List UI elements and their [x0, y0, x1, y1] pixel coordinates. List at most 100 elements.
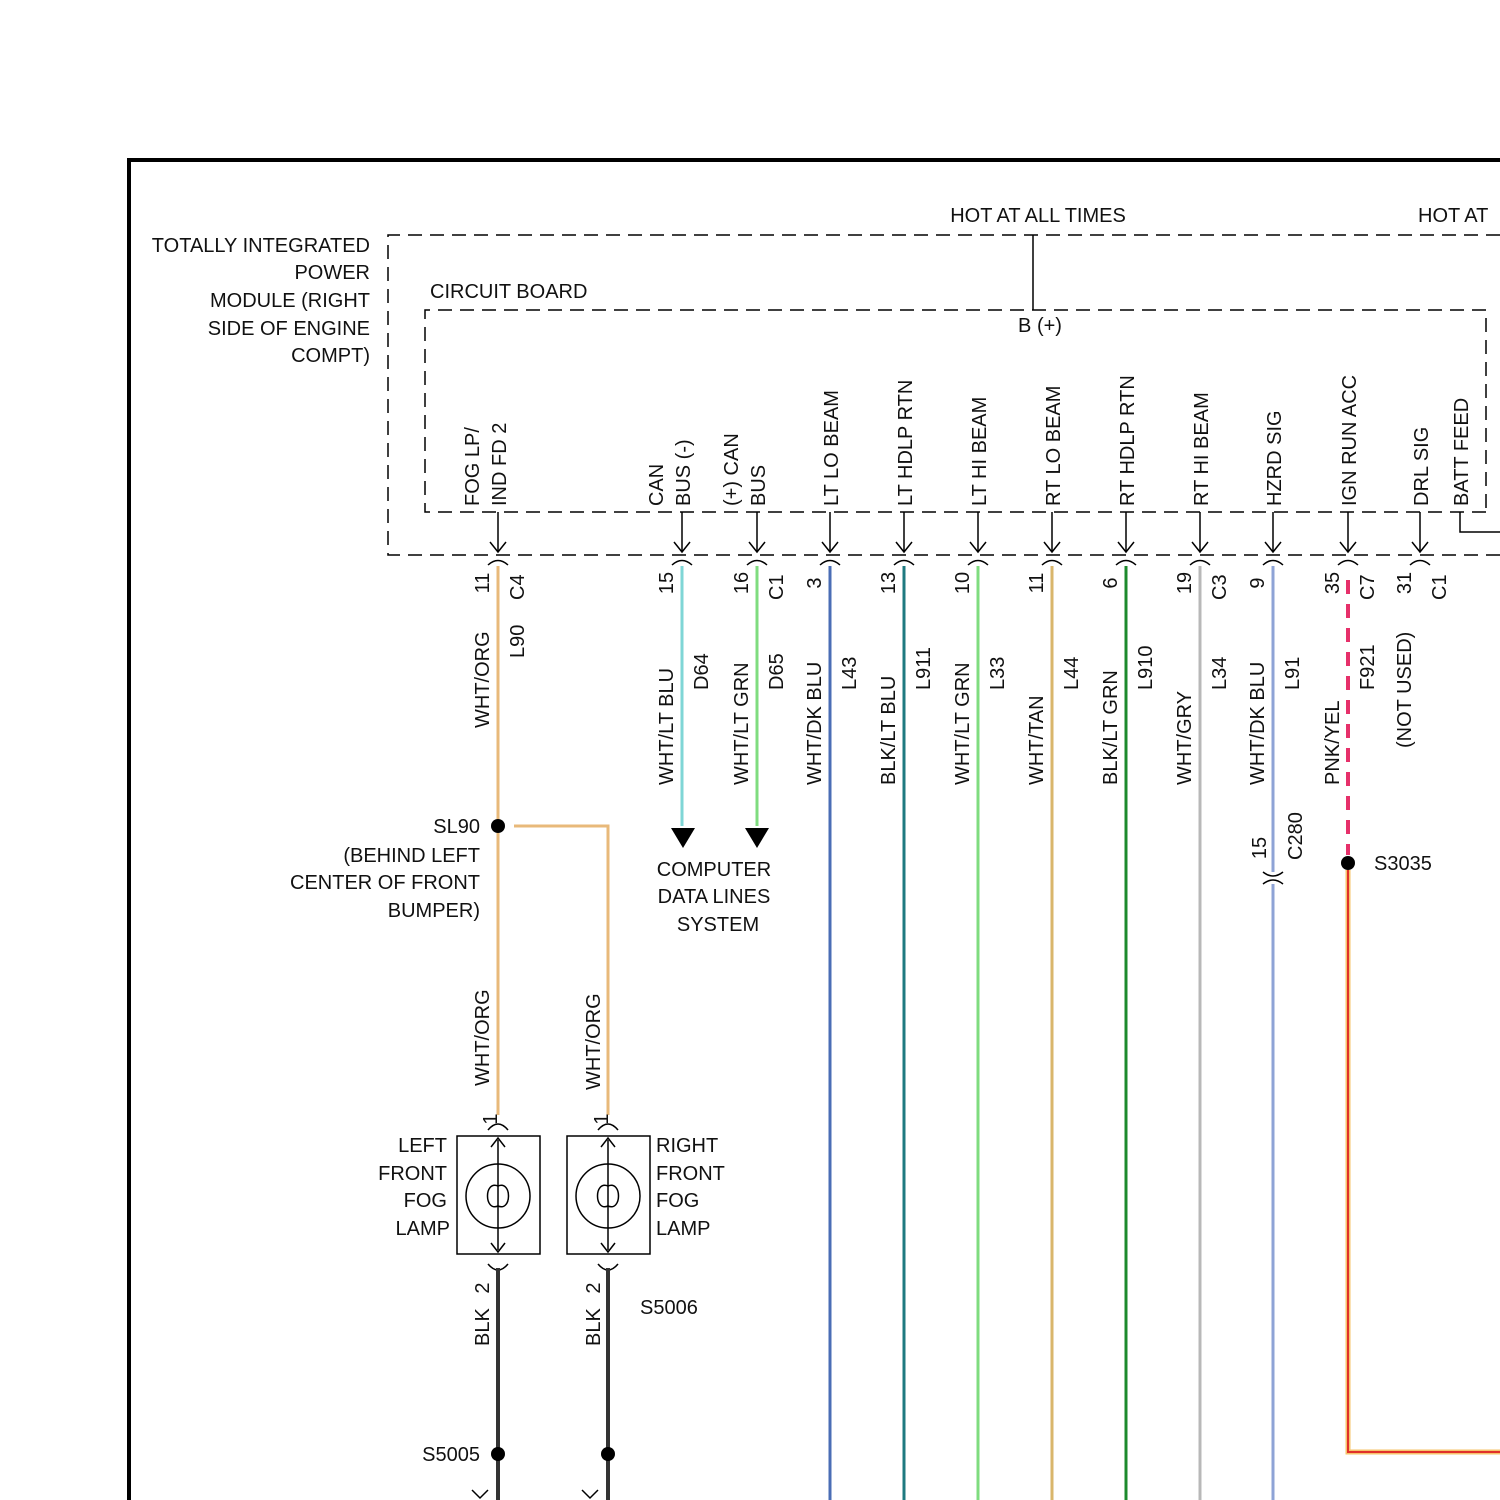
pin-connector — [1410, 561, 1430, 566]
s5005-continue — [472, 1490, 488, 1498]
pin-function-label: RT LO BEAM — [1043, 386, 1065, 506]
svg-text:FRONT: FRONT — [378, 1163, 447, 1185]
wire-color-code: BLK/LT GRN — [1100, 670, 1122, 785]
pin-connector — [1190, 561, 1210, 566]
pin-number: 16 — [731, 572, 753, 594]
wire-color-code: BLK/LT BLU — [878, 676, 900, 785]
connector-id: C1 — [766, 574, 788, 600]
sl90-splice-dot — [491, 819, 505, 833]
circuit-number: L91 — [1282, 657, 1304, 690]
svg-text:DATA LINES: DATA LINES — [658, 886, 771, 908]
pin-connector — [820, 561, 840, 566]
left-lamp-label: LEFT FRONT FOG LAMP — [378, 1135, 450, 1240]
left-fog-wire-color: WHT/ORG — [472, 989, 494, 1086]
pin-connector — [672, 561, 692, 566]
can-low-arrow — [671, 828, 695, 848]
s5006-continue — [582, 1490, 598, 1498]
pin-number: 9 — [1247, 577, 1269, 588]
pin-number: 6 — [1100, 577, 1122, 588]
pin-function-label: LT HI BEAM — [969, 397, 991, 506]
svg-text:CENTER OF FRONT: CENTER OF FRONT — [290, 872, 480, 894]
pin-connector — [1263, 561, 1283, 566]
can-high-arrow — [745, 828, 769, 848]
svg-text:FOG: FOG — [656, 1190, 699, 1212]
connector-id: C1 — [1429, 574, 1451, 600]
s3035-label: S3035 — [1374, 853, 1432, 875]
wire-color-code: WHT/GRY — [1174, 691, 1196, 785]
circuit-number: L34 — [1209, 657, 1231, 690]
wire-color-code: WHT/ORG — [472, 631, 494, 728]
pin-number: 10 — [952, 572, 974, 594]
pin-connector — [894, 561, 914, 566]
pin-function-label: BUS — [748, 465, 770, 506]
circuit-number: L90 — [507, 625, 529, 658]
sl90-label: SL90 — [433, 816, 480, 838]
pin-connector — [488, 561, 508, 566]
connector-id: C7 — [1357, 574, 1379, 600]
circuit-number: L43 — [839, 657, 861, 690]
s3035-red-wire-glow — [1348, 870, 1500, 1452]
svg-text:COMPT): COMPT) — [291, 345, 370, 367]
b-plus-label: B (+) — [1018, 315, 1062, 337]
wire-color-code: WHT/LT GRN — [731, 662, 753, 785]
wire-color-code: (NOT USED) — [1394, 632, 1416, 748]
right-lamp-pin-bottom: 2 — [583, 1282, 605, 1293]
svg-text:FOG: FOG — [404, 1190, 447, 1212]
pin-function-label: IGN RUN ACC — [1339, 375, 1361, 506]
right-lamp-ground-color: BLK — [583, 1308, 605, 1346]
pin-function-label: BUS (-) — [673, 439, 695, 506]
right-lamp-label: RIGHT FRONT FOG LAMP — [656, 1135, 725, 1240]
pin-function-label: RT HDLP RTN — [1117, 375, 1139, 506]
pin-function-label: FOG LP/ — [462, 427, 484, 506]
svg-text:(BEHIND LEFT: (BEHIND LEFT — [343, 845, 480, 867]
module-label: TOTALLY INTEGRATED POWER MODULE (RIGHT S… — [152, 235, 370, 367]
svg-text:LEFT: LEFT — [398, 1135, 447, 1157]
svg-text:TOTALLY INTEGRATED: TOTALLY INTEGRATED — [152, 235, 370, 257]
pin-connector — [1042, 561, 1062, 566]
svg-text:POWER: POWER — [294, 262, 370, 284]
wire-color-code: WHT/LT BLU — [656, 668, 678, 785]
svg-text:FRONT: FRONT — [656, 1163, 725, 1185]
s5005-splice-dot — [491, 1447, 505, 1461]
wire-color-code: WHT/TAN — [1026, 695, 1048, 785]
left-fog-lamp: 1 — [457, 1113, 540, 1270]
s3035-splice-dot — [1341, 856, 1355, 870]
svg-text:RIGHT: RIGHT — [656, 1135, 718, 1157]
wire-color-code: WHT/LT GRN — [952, 662, 974, 785]
circuit-number: L910 — [1135, 646, 1157, 691]
svg-text:SYSTEM: SYSTEM — [677, 914, 759, 936]
svg-text:COMPUTER: COMPUTER — [657, 859, 771, 881]
pins-layer: FOG LP/IND FD 211C4WHT/ORGL90CANBUS (-)1… — [462, 375, 1473, 1500]
circuit-number: L33 — [987, 657, 1009, 690]
pin-connector — [968, 561, 988, 566]
pin-function-label: LT LO BEAM — [821, 390, 843, 506]
hot-at-all-times-label: HOT AT ALL TIMES — [950, 205, 1126, 227]
right-lamp-pin-top: 1 — [591, 1113, 613, 1124]
connector-id: C4 — [507, 574, 529, 600]
circuit-number: D65 — [766, 653, 788, 690]
svg-text:LAMP: LAMP — [396, 1218, 450, 1240]
hot-at-label: HOT AT — [1418, 205, 1488, 227]
wire-color-code: WHT/DK BLU — [1247, 662, 1269, 785]
pin-number: 11 — [1026, 573, 1048, 594]
wire-color-code: WHT/DK BLU — [804, 662, 826, 785]
c280-pin: 15 — [1249, 837, 1271, 859]
right-fog-wire-color: WHT/ORG — [583, 993, 605, 1090]
computer-data-label: COMPUTER DATA LINES SYSTEM — [657, 859, 771, 936]
c280-label: C280 — [1285, 812, 1307, 860]
pin-function-label: (+) CAN — [721, 433, 743, 506]
pin-number: 13 — [878, 572, 900, 594]
svg-text:SIDE OF ENGINE: SIDE OF ENGINE — [208, 318, 370, 340]
pin-number: 3 — [804, 577, 826, 588]
pin-function-label: CAN — [646, 464, 668, 506]
s5006-splice-dot — [601, 1447, 615, 1461]
pin-number: 35 — [1322, 572, 1344, 594]
s3035-red-wire — [1348, 870, 1500, 1452]
circuit-number: L911 — [913, 647, 935, 690]
pin-function-label: BATT FEED — [1451, 398, 1473, 506]
svg-text:MODULE (RIGHT: MODULE (RIGHT — [210, 290, 370, 312]
pin-connector — [1338, 561, 1358, 566]
pin-number: 31 — [1394, 572, 1416, 594]
circuit-number: D64 — [691, 653, 713, 690]
